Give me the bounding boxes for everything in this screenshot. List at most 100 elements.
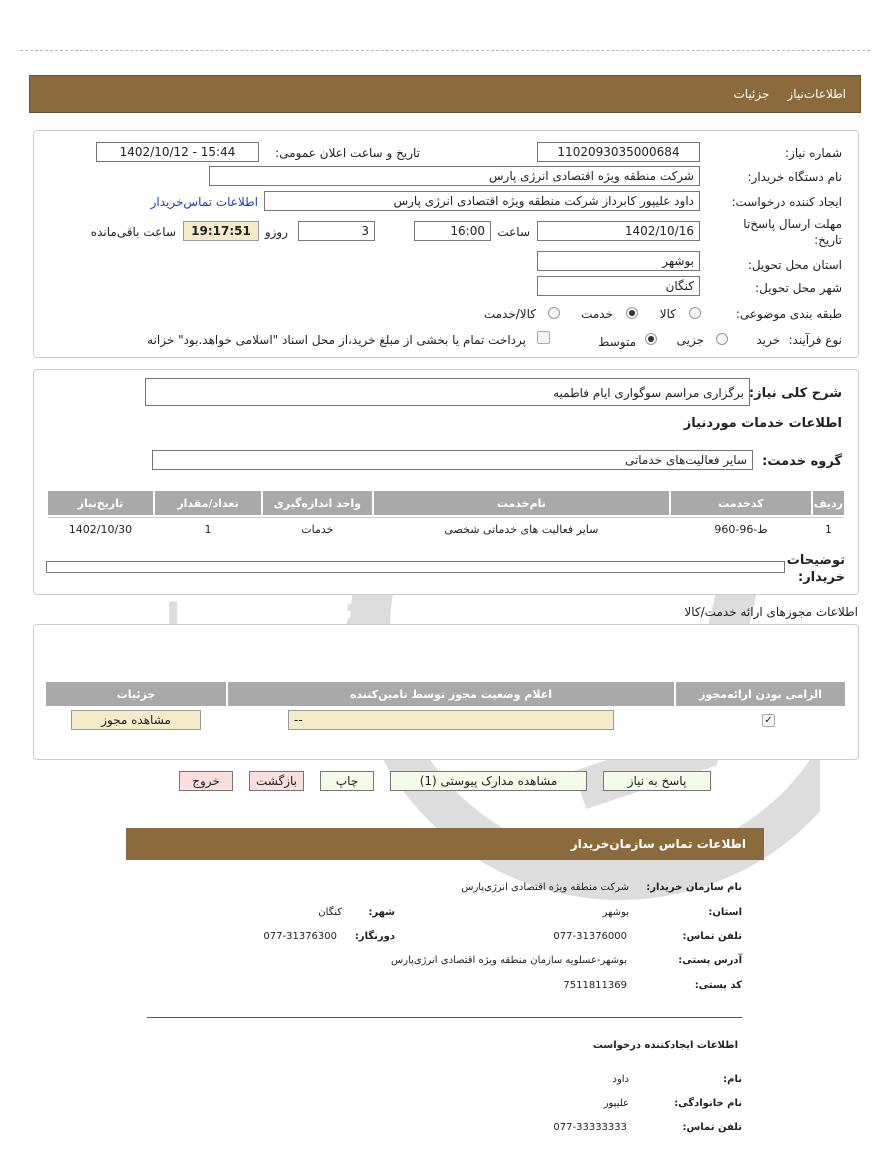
exit-button[interactable]: خروج bbox=[179, 771, 233, 791]
creator-family-value: علیپور bbox=[603, 1098, 629, 1109]
process-option-medium: متوسط bbox=[598, 335, 636, 349]
service-group-field: سایر فعالیت‌های خدماتی bbox=[152, 450, 753, 470]
buyer-contact-link[interactable]: اطلاعات تماس‌خریدار bbox=[150, 195, 258, 209]
col-unit: واحد اندازه‌گیری bbox=[263, 491, 372, 515]
contact-header: اطلاعات تماس سازمان‌خریدار bbox=[126, 828, 764, 860]
tab-details[interactable]: جزئیات bbox=[733, 87, 770, 101]
buyer-org-label: نام دستگاه خریدار: bbox=[747, 170, 843, 184]
creator-label: ایجاد کننده درخواست: bbox=[731, 195, 842, 209]
cell-quantity: 1 bbox=[204, 522, 212, 536]
deadline-label-2: تاریخ: bbox=[814, 233, 842, 247]
category-option-service: خدمت bbox=[581, 307, 613, 321]
announce-label: تاریخ و ساعت اعلان عمومی: bbox=[275, 146, 420, 160]
buyer-notes-label-2: خریدار: bbox=[798, 570, 845, 585]
contact-phone-value: 077-31376000 bbox=[553, 931, 627, 942]
city-label: شهر محل تحویل: bbox=[755, 281, 842, 295]
deadline-time-label: ساعت bbox=[497, 225, 530, 239]
days-label: روزو bbox=[264, 225, 288, 239]
service-group-label: گروه خدمت: bbox=[762, 454, 842, 469]
permits-table: الزامی بودن ارائه‌مجوز اعلام وضعیت مجوز … bbox=[44, 680, 847, 734]
contact-city-label: شهر: bbox=[368, 907, 395, 918]
cell-row: 1 bbox=[824, 522, 832, 536]
contact-province-value: بوشهر bbox=[602, 907, 629, 918]
contact-city-value: کنگان bbox=[318, 907, 342, 918]
deadline-time-field: 16:00 bbox=[414, 221, 491, 241]
org-label: نام سازمان خریدار: bbox=[646, 882, 742, 893]
postal-value: 7511811369 bbox=[563, 980, 627, 991]
process-label: نوع فرآیند: bbox=[788, 333, 842, 347]
services-table: ردیف کدخدمت نام‌خدمت واحد اندازه‌گیری تع… bbox=[46, 489, 846, 543]
province-field: بوشهر bbox=[537, 251, 700, 271]
creator-field: داود علیپور کابرداز شرکت منطقه ویژه اقتص… bbox=[264, 191, 700, 211]
deadline-label-1: مهلت ارسال پاسخ‌تا bbox=[743, 217, 842, 231]
page-header: اطلاعات‌نیاز جزئیات bbox=[29, 75, 861, 113]
category-option-goods-service: کالا/خدمت bbox=[483, 307, 536, 321]
buyer-notes-label-1: توضیحات bbox=[786, 553, 845, 568]
org-value: شرکت منطقه ویژه اقتصادی انرژی‌پارس bbox=[461, 882, 629, 893]
cell-need-date: 1402/10/30 bbox=[68, 522, 133, 536]
buyer-notes-field bbox=[46, 561, 785, 573]
print-button[interactable]: چاپ bbox=[320, 771, 374, 791]
need-number-field: 1102093035000684 bbox=[537, 142, 700, 162]
col-quantity: تعداد/مقدار bbox=[154, 491, 261, 515]
col-service-code: کدخدمت bbox=[671, 491, 811, 515]
attachments-button[interactable]: مشاهده مدارک پیوستی (1) bbox=[390, 771, 587, 791]
cell-service-name: سایر فعالیت های خدماتی شخصی bbox=[444, 522, 599, 536]
category-radio-goods-service[interactable] bbox=[548, 307, 560, 319]
creator-phone-label: تلفن تماس: bbox=[682, 1122, 742, 1133]
address-value: بوشهر-عسلویه سازمان منطقه ویژه اقتصادی ا… bbox=[390, 955, 627, 966]
permit-status-field: -- bbox=[288, 710, 614, 730]
payment-note: پرداخت تمام یا بخشی از مبلغ خرید،از محل … bbox=[147, 333, 526, 347]
process-buy-label: خرید bbox=[756, 333, 780, 347]
services-title: اطلاعات خدمات موردنیاز bbox=[683, 416, 842, 431]
col-service-name: نام‌خدمت bbox=[373, 491, 670, 515]
table-divider bbox=[48, 517, 843, 518]
col-permit-details: جزئیات bbox=[46, 682, 226, 706]
buyer-org-field: شرکت منطقه ویژه اقتصادی انرژی پارس bbox=[209, 166, 700, 186]
creator-name-label: نام: bbox=[723, 1074, 742, 1085]
need-number-label: شماره نیاز: bbox=[785, 146, 842, 160]
creator-phone-value: 077-33333333 bbox=[553, 1122, 627, 1133]
category-label: طبقه بندی موضوعی: bbox=[735, 307, 842, 321]
summary-label: شرح کلی نیاز: bbox=[748, 386, 842, 401]
tab-need-info[interactable]: اطلاعات‌نیاز bbox=[787, 87, 846, 101]
col-need-date: تاریخ‌نیاز bbox=[48, 491, 153, 515]
process-radio-medium[interactable] bbox=[645, 333, 657, 345]
process-radio-minor[interactable] bbox=[716, 333, 728, 345]
category-radio-service[interactable] bbox=[626, 307, 638, 319]
col-permit-required: الزامی بودن ارائه‌مجوز bbox=[676, 682, 845, 706]
reply-button[interactable]: پاسخ به نیاز bbox=[603, 771, 711, 791]
contact-phone-label: تلفن تماس: bbox=[682, 931, 742, 942]
deadline-date-field: 1402/10/16 bbox=[537, 221, 700, 241]
process-option-minor: جزیی bbox=[676, 333, 704, 347]
days-field: 3 bbox=[298, 221, 375, 241]
need-info-panel bbox=[33, 130, 859, 358]
category-option-goods: کالا bbox=[659, 307, 676, 321]
contact-fax-label: دورنگار: bbox=[354, 931, 395, 942]
table-row: 1 ط-96-960 سایر فعالیت های خدماتی شخصی خ… bbox=[48, 517, 844, 541]
payment-checkbox[interactable] bbox=[537, 331, 550, 344]
address-label: آدرس پستی: bbox=[678, 955, 742, 966]
creator-family-label: نام خانوادگی: bbox=[674, 1098, 742, 1109]
province-label: استان محل تحویل: bbox=[747, 258, 842, 272]
contact-province-label: استان: bbox=[708, 907, 742, 918]
cell-service-code: ط-96-960 bbox=[714, 522, 768, 536]
back-button[interactable]: بازگشت bbox=[249, 771, 304, 791]
permits-title: اطلاعات مجوزهای ارائه خدمت/کالا bbox=[684, 605, 858, 619]
contact-fax-value: 077-31376300 bbox=[263, 931, 337, 942]
col-row: ردیف bbox=[812, 491, 844, 515]
category-radio-goods[interactable] bbox=[689, 307, 701, 319]
postal-label: کد پستی: bbox=[694, 980, 742, 991]
permit-required-checkbox: ✓ bbox=[762, 714, 775, 727]
summary-field: برگزاری مراسم سوگواری ایام فاطمیه bbox=[145, 378, 750, 406]
view-permit-button[interactable]: مشاهده مجوز bbox=[71, 710, 201, 730]
contact-title: اطلاعات تماس سازمان‌خریدار bbox=[570, 837, 746, 851]
remaining-label: ساعت باقی‌مانده bbox=[90, 225, 176, 239]
cell-unit: خدمات bbox=[301, 522, 334, 536]
creator-name-value: داود bbox=[612, 1074, 629, 1085]
creator-info-title: اطلاعات ایجادکننده درخواست bbox=[592, 1040, 738, 1051]
table-row: ✓ -- مشاهده مجوز bbox=[46, 708, 845, 732]
city-field: کنگان bbox=[537, 276, 700, 296]
top-divider bbox=[20, 50, 870, 51]
col-permit-status: اعلام وضعیت مجوز توسط تامین‌کننده bbox=[228, 682, 674, 706]
